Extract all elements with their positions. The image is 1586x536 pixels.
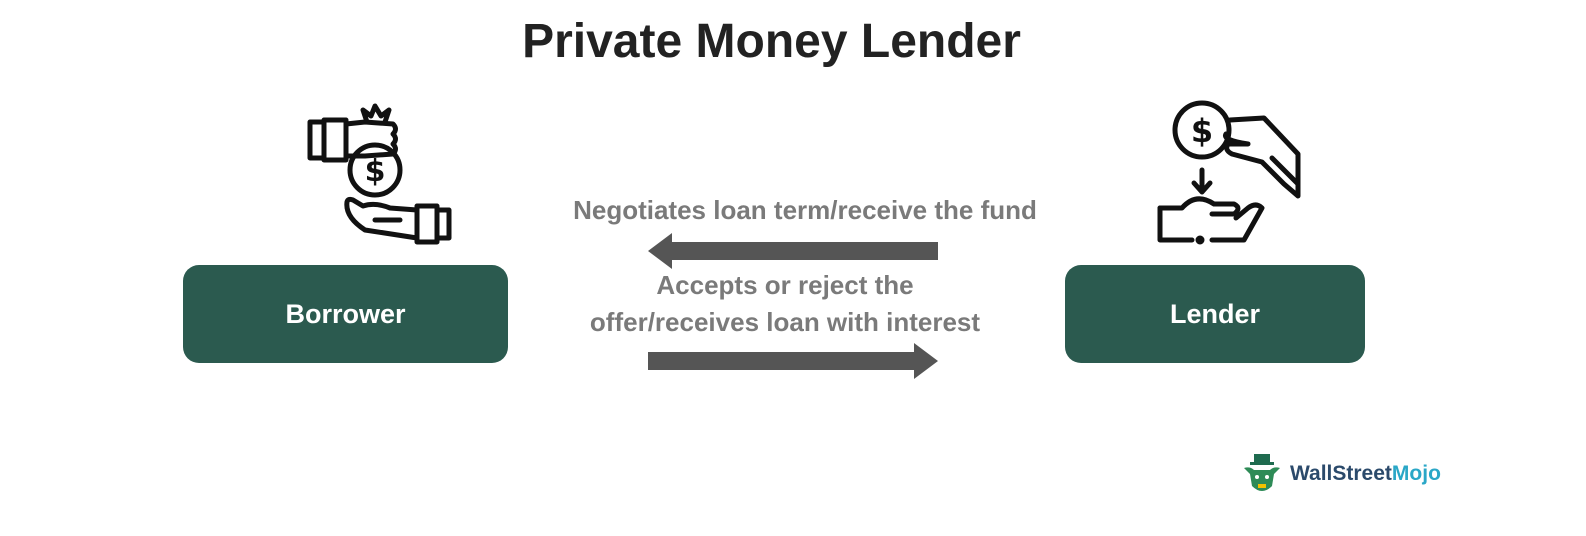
diagram-title: Private Money Lender [522, 15, 1021, 68]
edge-label-line-2: offer/receives loan with interest [589, 307, 981, 337]
svg-text:$: $ [1191, 112, 1213, 150]
wallstreetmojo-logo: WallStreetMojo [1240, 452, 1441, 496]
lender-node: Lender [1065, 265, 1365, 363]
arrow-borrower-to-lender [648, 343, 938, 379]
arrow-lender-to-borrower [648, 233, 938, 269]
hand-receiving-money-bag-icon: $ [307, 103, 452, 245]
borrower-node: Borrower [183, 265, 508, 363]
lender-label: Lender [1169, 298, 1261, 329]
bull-mascot-icon [1244, 454, 1280, 491]
borrower-label: Borrower [285, 298, 406, 329]
edge-label-borrower-to-lender: Accepts or reject the offer/receives loa… [560, 267, 1010, 341]
edge-label-lender-to-borrower: Negotiates loan term/receive the fund [573, 195, 1037, 225]
svg-text:$: $ [365, 154, 386, 189]
logo-part-1: WallStreet [1290, 462, 1392, 485]
edge-label-line-1: Accepts or reject the [656, 270, 914, 300]
logo-part-2: Mojo [1391, 462, 1441, 485]
logo-wordmark: WallStreetMojo [1290, 462, 1441, 486]
hand-giving-coin-icon: $ [1157, 100, 1301, 245]
